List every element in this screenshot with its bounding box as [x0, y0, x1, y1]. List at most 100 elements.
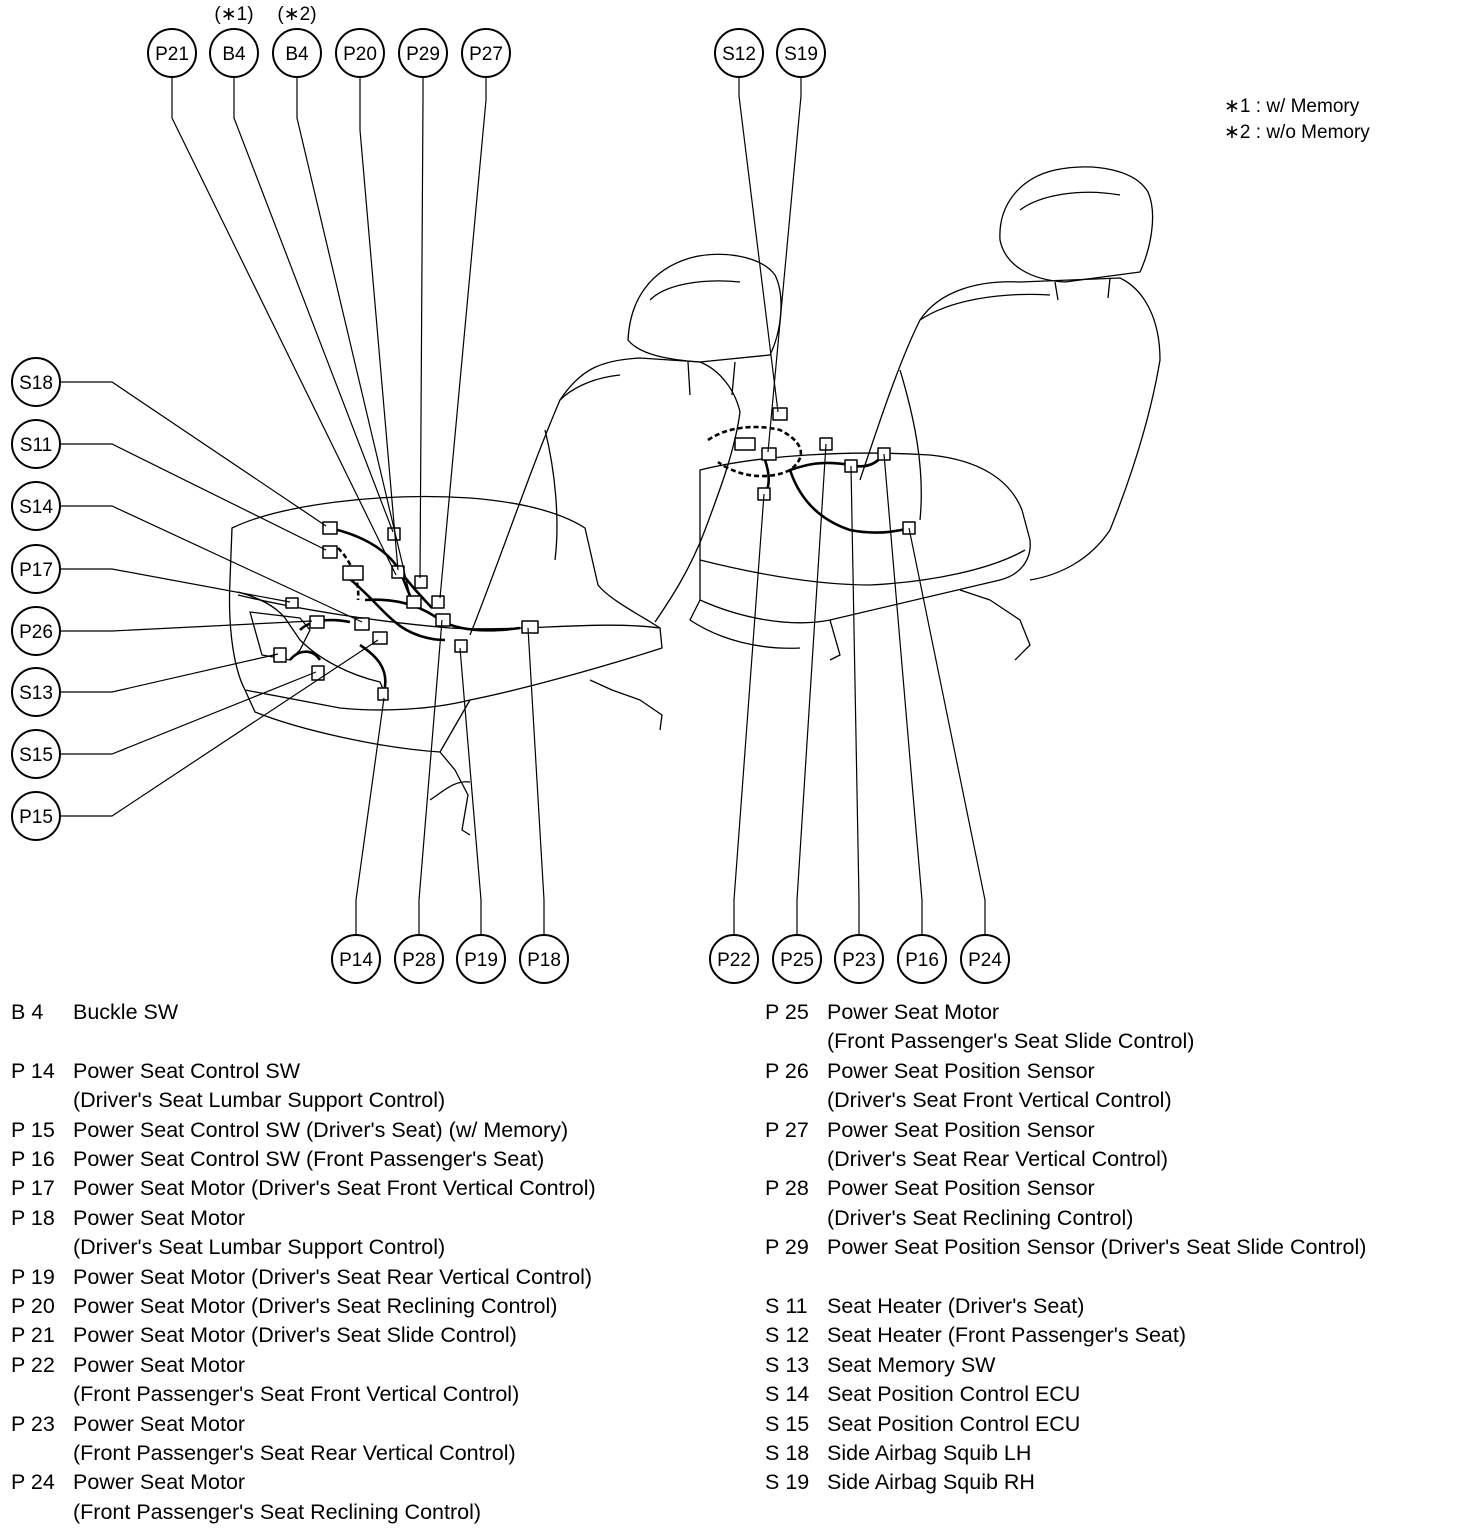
callout-p28: P28 [394, 934, 444, 984]
legend-description: (Front Passenger's Seat Slide Control) [827, 1029, 1195, 1054]
legend-entry: (Driver's Seat Front Vertical Control) [765, 1086, 1366, 1115]
legend-entry: P 16 Power Seat Control SW (Front Passeng… [11, 1145, 596, 1174]
svg-text:B4: B4 [285, 44, 309, 65]
legend-code: S 14 [765, 1382, 810, 1407]
legend-entry: P 26 Power Seat Position Sensor [765, 1057, 1366, 1086]
legend-description: (Driver's Seat Reclining Control) [827, 1205, 1134, 1230]
legend-code: P 17 [11, 1176, 55, 1201]
svg-text:B4: B4 [222, 44, 246, 65]
callout-s13: S13 [11, 667, 61, 717]
legend-code: P 21 [11, 1323, 55, 1348]
leader-lines [60, 77, 986, 935]
svg-text:P27: P27 [469, 44, 503, 65]
legend-description: Power Seat Control SW (Front Passenger's… [73, 1147, 545, 1172]
svg-text:P26: P26 [19, 622, 53, 643]
callout-p27: P27 [461, 28, 511, 78]
legend-entry: S 12 Seat Heater (Front Passenger's Seat) [765, 1321, 1366, 1350]
legend-description: Power Seat Position Sensor [827, 1058, 1095, 1083]
callout-s12: S12 [714, 28, 764, 78]
svg-text:P15: P15 [19, 807, 53, 828]
legend-code: P 25 [765, 1000, 809, 1024]
legend-entry: (Driver's Seat Lumbar Support Control) [11, 1086, 596, 1115]
legend-entry: P 20 Power Seat Motor (Driver's Seat Recl… [11, 1292, 596, 1321]
legend-description: (Front Passenger's Seat Front Vertical C… [73, 1382, 520, 1407]
callout-s19: S19 [776, 28, 826, 78]
svg-text:S11: S11 [20, 435, 52, 456]
passenger-seat [689, 166, 1161, 661]
legend-spacer [11, 1027, 596, 1056]
legend-description: Power Seat Position Sensor [827, 1176, 1095, 1201]
callout-s15: S15 [11, 729, 61, 779]
legend-entry: (Front Passenger's Seat Slide Control) [765, 1027, 1366, 1056]
legend-description: Power Seat Motor (Driver's Seat Rear Ver… [73, 1264, 593, 1289]
legend-description: Power Seat Control SW [73, 1058, 301, 1083]
legend-description: Power Seat Position Sensor [827, 1117, 1095, 1142]
legend-description: Power Seat Motor [73, 1205, 246, 1230]
legend-entry: (Driver's Seat Lumbar Support Control) [11, 1233, 596, 1262]
legend-description: Power Seat Position Sensor (Driver's Sea… [827, 1235, 1367, 1260]
callout-b4-with-memory: (∗1) B4 [209, 4, 259, 78]
svg-text:P25: P25 [780, 950, 814, 971]
legend-description: (Driver's Seat Rear Vertical Control) [827, 1147, 1169, 1172]
callout-p25: P25 [772, 934, 822, 984]
svg-text:S18: S18 [19, 373, 53, 394]
svg-text:(∗1): (∗1) [214, 4, 253, 25]
legend-description: (Front Passenger's Seat Rear Vertical Co… [73, 1441, 516, 1466]
svg-text:S14: S14 [19, 497, 53, 518]
legend-code: P 16 [11, 1147, 55, 1172]
legend-code: S 12 [765, 1323, 810, 1348]
seat-illustration [228, 166, 1161, 836]
legend-code: S 19 [765, 1470, 810, 1495]
legend-code: P 20 [11, 1294, 55, 1319]
svg-text:P18: P18 [527, 950, 561, 971]
callout-p20: P20 [335, 28, 385, 78]
callout-b4-without-memory: (∗2)B4 [272, 4, 322, 78]
callout-p24: P24 [960, 934, 1010, 984]
legend-description: Power Seat Control SW (Driver's Seat) (w… [73, 1117, 569, 1142]
legend-description: (Driver's Seat Front Vertical Control) [827, 1088, 1172, 1113]
svg-text:S12: S12 [722, 44, 756, 65]
legend-description: (Driver's Seat Lumbar Support Control) [73, 1235, 446, 1260]
svg-text:P23: P23 [842, 950, 876, 971]
seat-wiring-diagram: ∗1 : w/ Memory ∗2 : w/o Memory P21 (∗1) B… [11, 4, 1370, 984]
legend-entry: (Front Passenger's Seat Rear Vertical Co… [11, 1439, 596, 1468]
legend-code: P 18 [11, 1205, 55, 1230]
legend-code: S 15 [765, 1411, 810, 1436]
legend-entry: P 19 Power Seat Motor (Driver's Seat Rear… [11, 1263, 596, 1292]
legend-description: Side Airbag Squib LH [827, 1441, 1032, 1466]
legend-code: P 26 [765, 1058, 809, 1083]
legend-description: Seat Heater (Front Passenger's Seat) [827, 1323, 1187, 1348]
callout-p21: P21 [147, 28, 197, 78]
legend-description: Side Airbag Squib RH [827, 1470, 1035, 1495]
memory-notes: ∗1 : w/ Memory ∗2 : w/o Memory [1224, 96, 1370, 143]
callout-p22: P22 [709, 934, 759, 984]
svg-text:P21: P21 [155, 44, 189, 65]
legend-code: P 22 [11, 1352, 55, 1377]
callout-p14: P14 [331, 934, 381, 984]
legend-entry: S 18 Side Airbag Squib LH [765, 1439, 1366, 1468]
legend-code: P 24 [11, 1470, 55, 1495]
legend-code: S 18 [765, 1441, 810, 1466]
svg-text:P20: P20 [343, 44, 377, 65]
legend-code: P 19 [11, 1264, 55, 1289]
legend-code: P 23 [11, 1411, 55, 1436]
legend-description: (Front Passenger's Seat Reclining Contro… [73, 1499, 482, 1524]
svg-text:S15: S15 [19, 745, 53, 766]
note-wo-memory: ∗2 : w/o Memory [1224, 122, 1370, 143]
svg-text:P29: P29 [406, 44, 440, 65]
callout-p29: P29 [398, 28, 448, 78]
legend-description: Power Seat Motor (Driver's Seat Front Ve… [73, 1176, 596, 1201]
legend-description: Power Seat Motor (Driver's Seat Reclinin… [73, 1294, 558, 1319]
note-w-memory: ∗1 : w/ Memory [1224, 96, 1360, 117]
legend-entry: P 17 Power Seat Motor (Driver's Seat Fron… [11, 1174, 596, 1203]
